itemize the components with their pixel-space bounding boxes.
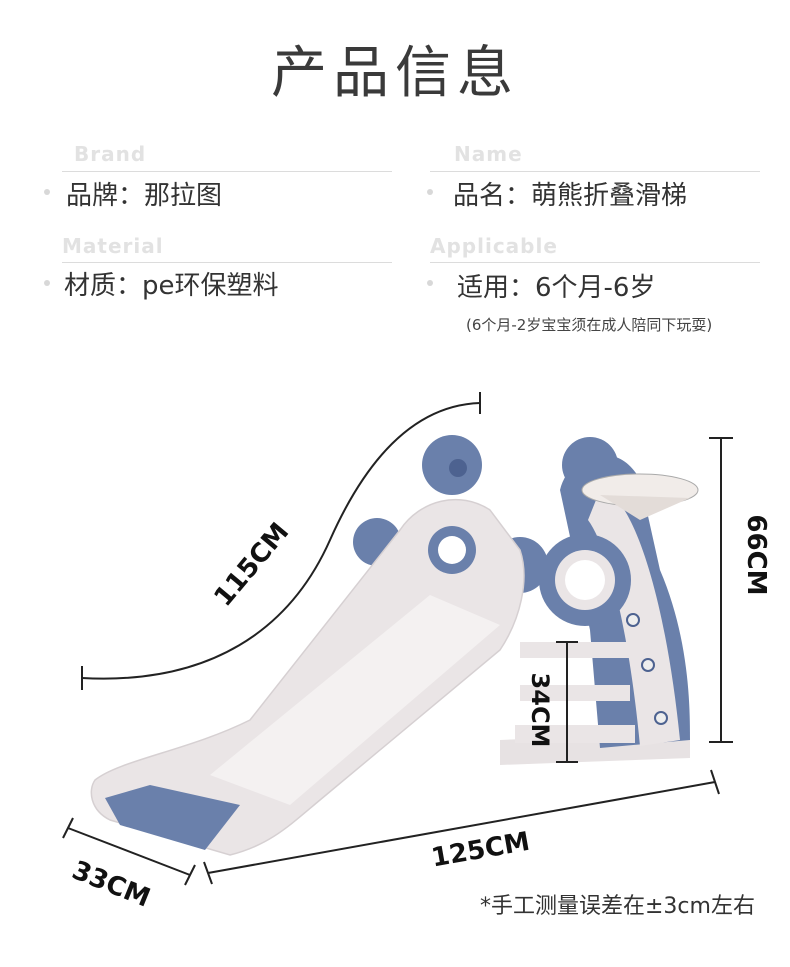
measure-tick (62, 817, 74, 839)
measurement-footnote: *手工测量误差在±3cm左右 (480, 894, 755, 919)
bullet-dot (44, 280, 50, 286)
basket-net (600, 495, 690, 520)
bear-ear-hole (449, 459, 467, 477)
measure-line-125 (207, 781, 716, 874)
ladder-step (520, 642, 630, 658)
measure-tick (710, 769, 720, 795)
dim-66-label: 66CM (741, 514, 771, 595)
spec-brand-value: 品牌：那拉图 (66, 181, 223, 211)
slide-end-panel (105, 785, 240, 850)
dim-125-label: 125CM (429, 827, 532, 874)
applicable-note: (6个月-2岁宝宝须在成人陪同下玩耍) (466, 316, 713, 334)
slide-body (90, 498, 525, 856)
ladder-step (520, 685, 630, 701)
spec-applicable-value: 适用：6个月-6岁 (457, 273, 656, 303)
bolt (626, 613, 640, 627)
ladder-step (515, 725, 635, 743)
bullet-dot (427, 280, 433, 286)
measure-tick (203, 861, 213, 885)
divider (430, 171, 760, 172)
spec-material-en: Material (62, 234, 164, 258)
bolt (654, 711, 668, 725)
bullet-dot (427, 189, 433, 195)
measure-line-33 (67, 827, 191, 876)
spec-name-value: 品名：萌熊折叠滑梯 (453, 181, 688, 211)
spec-material-value: 材质：pe环保塑料 (64, 271, 279, 301)
dim-33-label: 33CM (68, 855, 154, 913)
slide-illustration: 115CM 66CM 34CM 125CM 33CM (62, 392, 771, 914)
bear-head-hole (565, 560, 605, 600)
spec-applicable-en: Applicable (430, 234, 558, 258)
spec-brand-en: Brand (74, 142, 147, 166)
divider (62, 171, 392, 172)
measure-tick (184, 864, 196, 886)
slide-chute (210, 595, 500, 805)
divider (430, 262, 760, 263)
spec-name-en: Name (454, 142, 523, 166)
dim-34-label: 34CM (526, 673, 554, 748)
bolt (641, 658, 655, 672)
divider (62, 262, 392, 263)
bullet-dot (44, 189, 50, 195)
dim-115-label: 115CM (208, 517, 295, 612)
side-handle-hole (438, 536, 466, 564)
page-title: 产品信息 (271, 41, 519, 106)
measure-line-115 (81, 402, 481, 680)
